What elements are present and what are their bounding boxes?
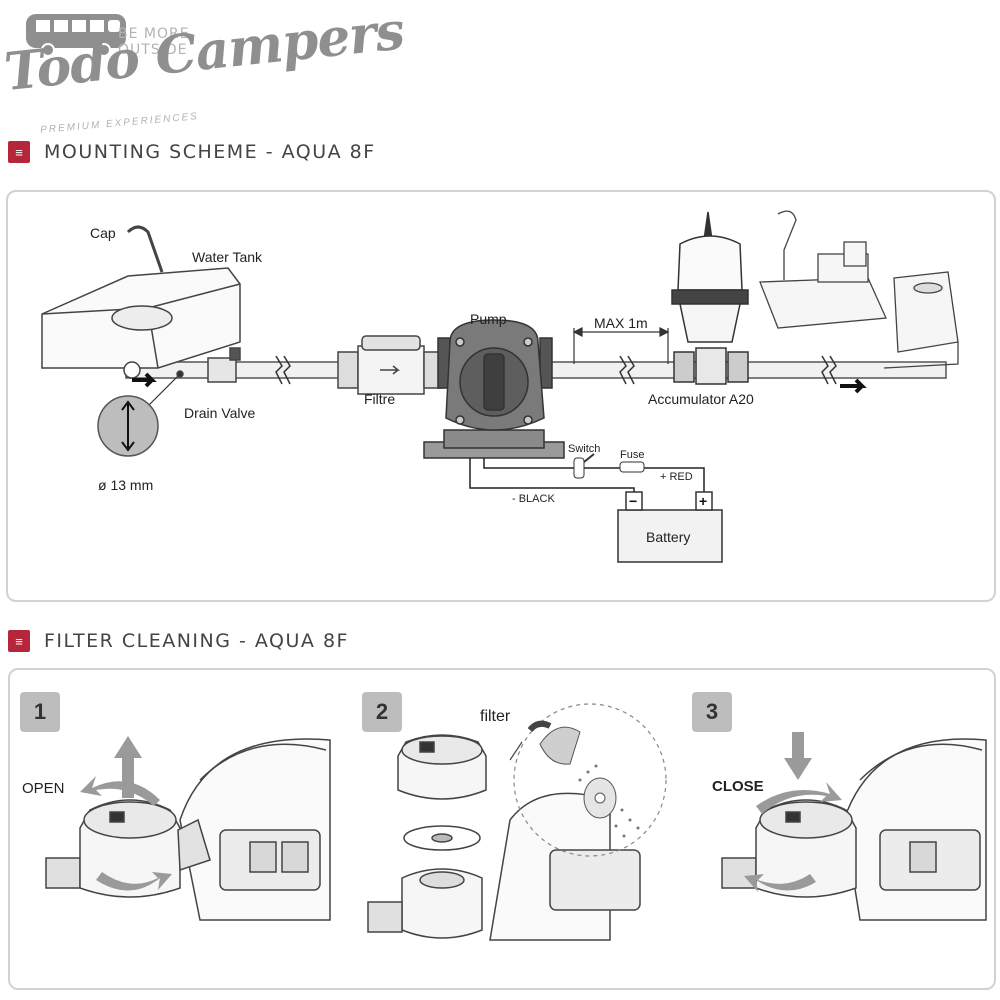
fuse-label: Fuse [620, 449, 644, 461]
battery-plus-label: + [699, 493, 707, 509]
filter-cleaning-detail [509, 703, 667, 857]
pipe-diameter-detail [97, 373, 181, 457]
drain-valve-label: Drain Valve [184, 405, 256, 421]
filter-section-title: FILTER CLEANING - AQUA 8F [44, 630, 349, 652]
filter-label: filter [480, 708, 511, 725]
filtre-label: Filtre [364, 391, 395, 407]
mounting-section-header: ≡ MOUNTING SCHEME - AQUA 8F [8, 141, 376, 163]
battery [617, 491, 723, 563]
tank-outflow-arrow-icon [132, 372, 157, 388]
menu-icon: ≡ [8, 630, 30, 652]
cap-label: Cap [90, 225, 116, 241]
outflow-arrow-icon [840, 378, 867, 394]
accumulator [671, 211, 749, 385]
fuse-icon [619, 461, 645, 473]
switch-icon [573, 453, 595, 479]
van-icon [26, 14, 126, 57]
close-label: CLOSE [712, 778, 764, 795]
electrical-wiring [469, 458, 705, 492]
mounting-scheme-diagram: Cap Water Tank Drain Valve ø 13 mm Filtr… [41, 210, 959, 563]
pump-label: Pump [470, 311, 507, 327]
filter-cleaning-diagram [45, 703, 987, 941]
max-length-dimension [572, 327, 670, 364]
step-1-badge: 1 [20, 692, 60, 732]
step2-illustration [367, 734, 641, 941]
logo-tagline: BE MORE OUTSIDE [118, 26, 190, 58]
mounting-scheme-panel: Cap Water Tank Drain Valve ø 13 mm Filtr… [6, 190, 996, 602]
drain-valve [176, 347, 241, 383]
water-tank [41, 225, 241, 379]
open-label: OPEN [22, 780, 65, 797]
battery-minus-label: − [629, 493, 637, 509]
pipe-break-marks [275, 355, 837, 385]
pump [423, 319, 565, 459]
filter-cleaning-panel: 1 OPEN 2 filter 3 CLOSE [8, 668, 996, 990]
step-3-badge: 3 [692, 692, 732, 732]
close-arrows [744, 732, 842, 892]
switch-label: Switch [568, 443, 600, 455]
logo-subline: PREMIUM EXPERIENCES [39, 111, 200, 136]
mounting-section-title: MOUNTING SCHEME - AQUA 8F [44, 141, 376, 163]
todo-campers-logo[interactable]: BE MORE OUTSIDE Todo Campers PREMIUM EXP… [0, 0, 407, 140]
step-2-badge: 2 [362, 692, 402, 732]
red-wire-label: + RED [660, 471, 693, 483]
battery-label: Battery [646, 529, 690, 545]
sink-and-shower [759, 210, 959, 369]
filter-section-header: ≡ FILTER CLEANING - AQUA 8F [8, 630, 349, 652]
max-length-label: MAX 1m [594, 315, 648, 331]
open-arrows [80, 736, 172, 891]
filter-unit [337, 335, 445, 395]
step3-illustration [721, 738, 987, 921]
step1-illustration [45, 738, 331, 921]
accumulator-label: Accumulator A20 [648, 391, 754, 407]
diameter-label: ø 13 mm [98, 477, 153, 493]
menu-icon: ≡ [8, 141, 30, 163]
black-wire-label: - BLACK [512, 493, 555, 505]
water-tank-label: Water Tank [192, 249, 263, 265]
